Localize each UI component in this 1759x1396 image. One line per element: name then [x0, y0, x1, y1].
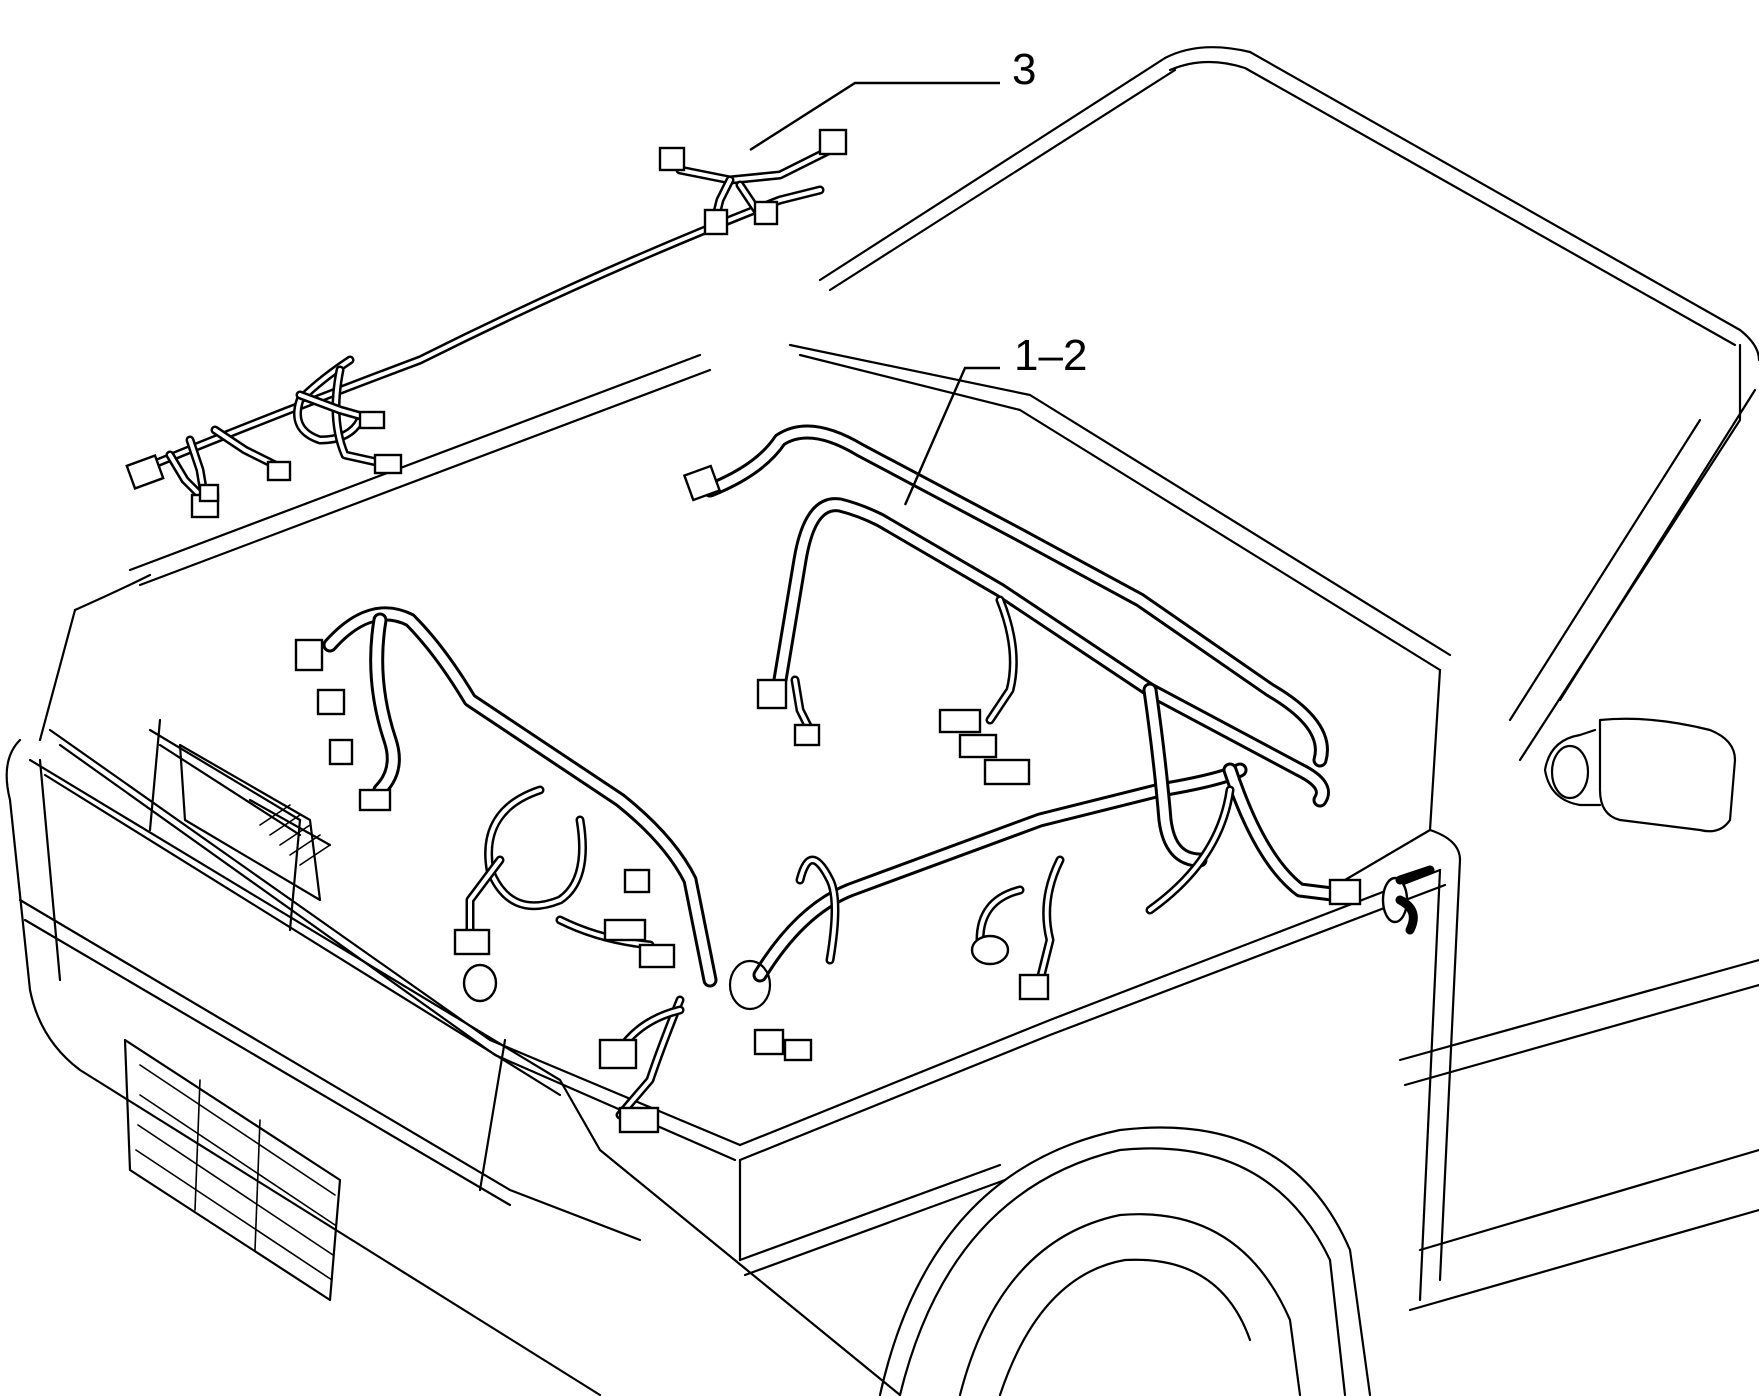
leader-harness-1-2 — [903, 366, 1000, 506]
dashboard-wiring-harness — [125, 128, 848, 519]
callout-label-3: 3 — [1012, 45, 1037, 94]
engine-wiring-harness — [294, 424, 1435, 1134]
callout-leaders — [749, 81, 1000, 506]
callout-label-1-2: 1–2 — [1014, 331, 1088, 380]
leader-harness-3 — [749, 81, 1000, 152]
car-body-outline — [5, 46, 1759, 1396]
